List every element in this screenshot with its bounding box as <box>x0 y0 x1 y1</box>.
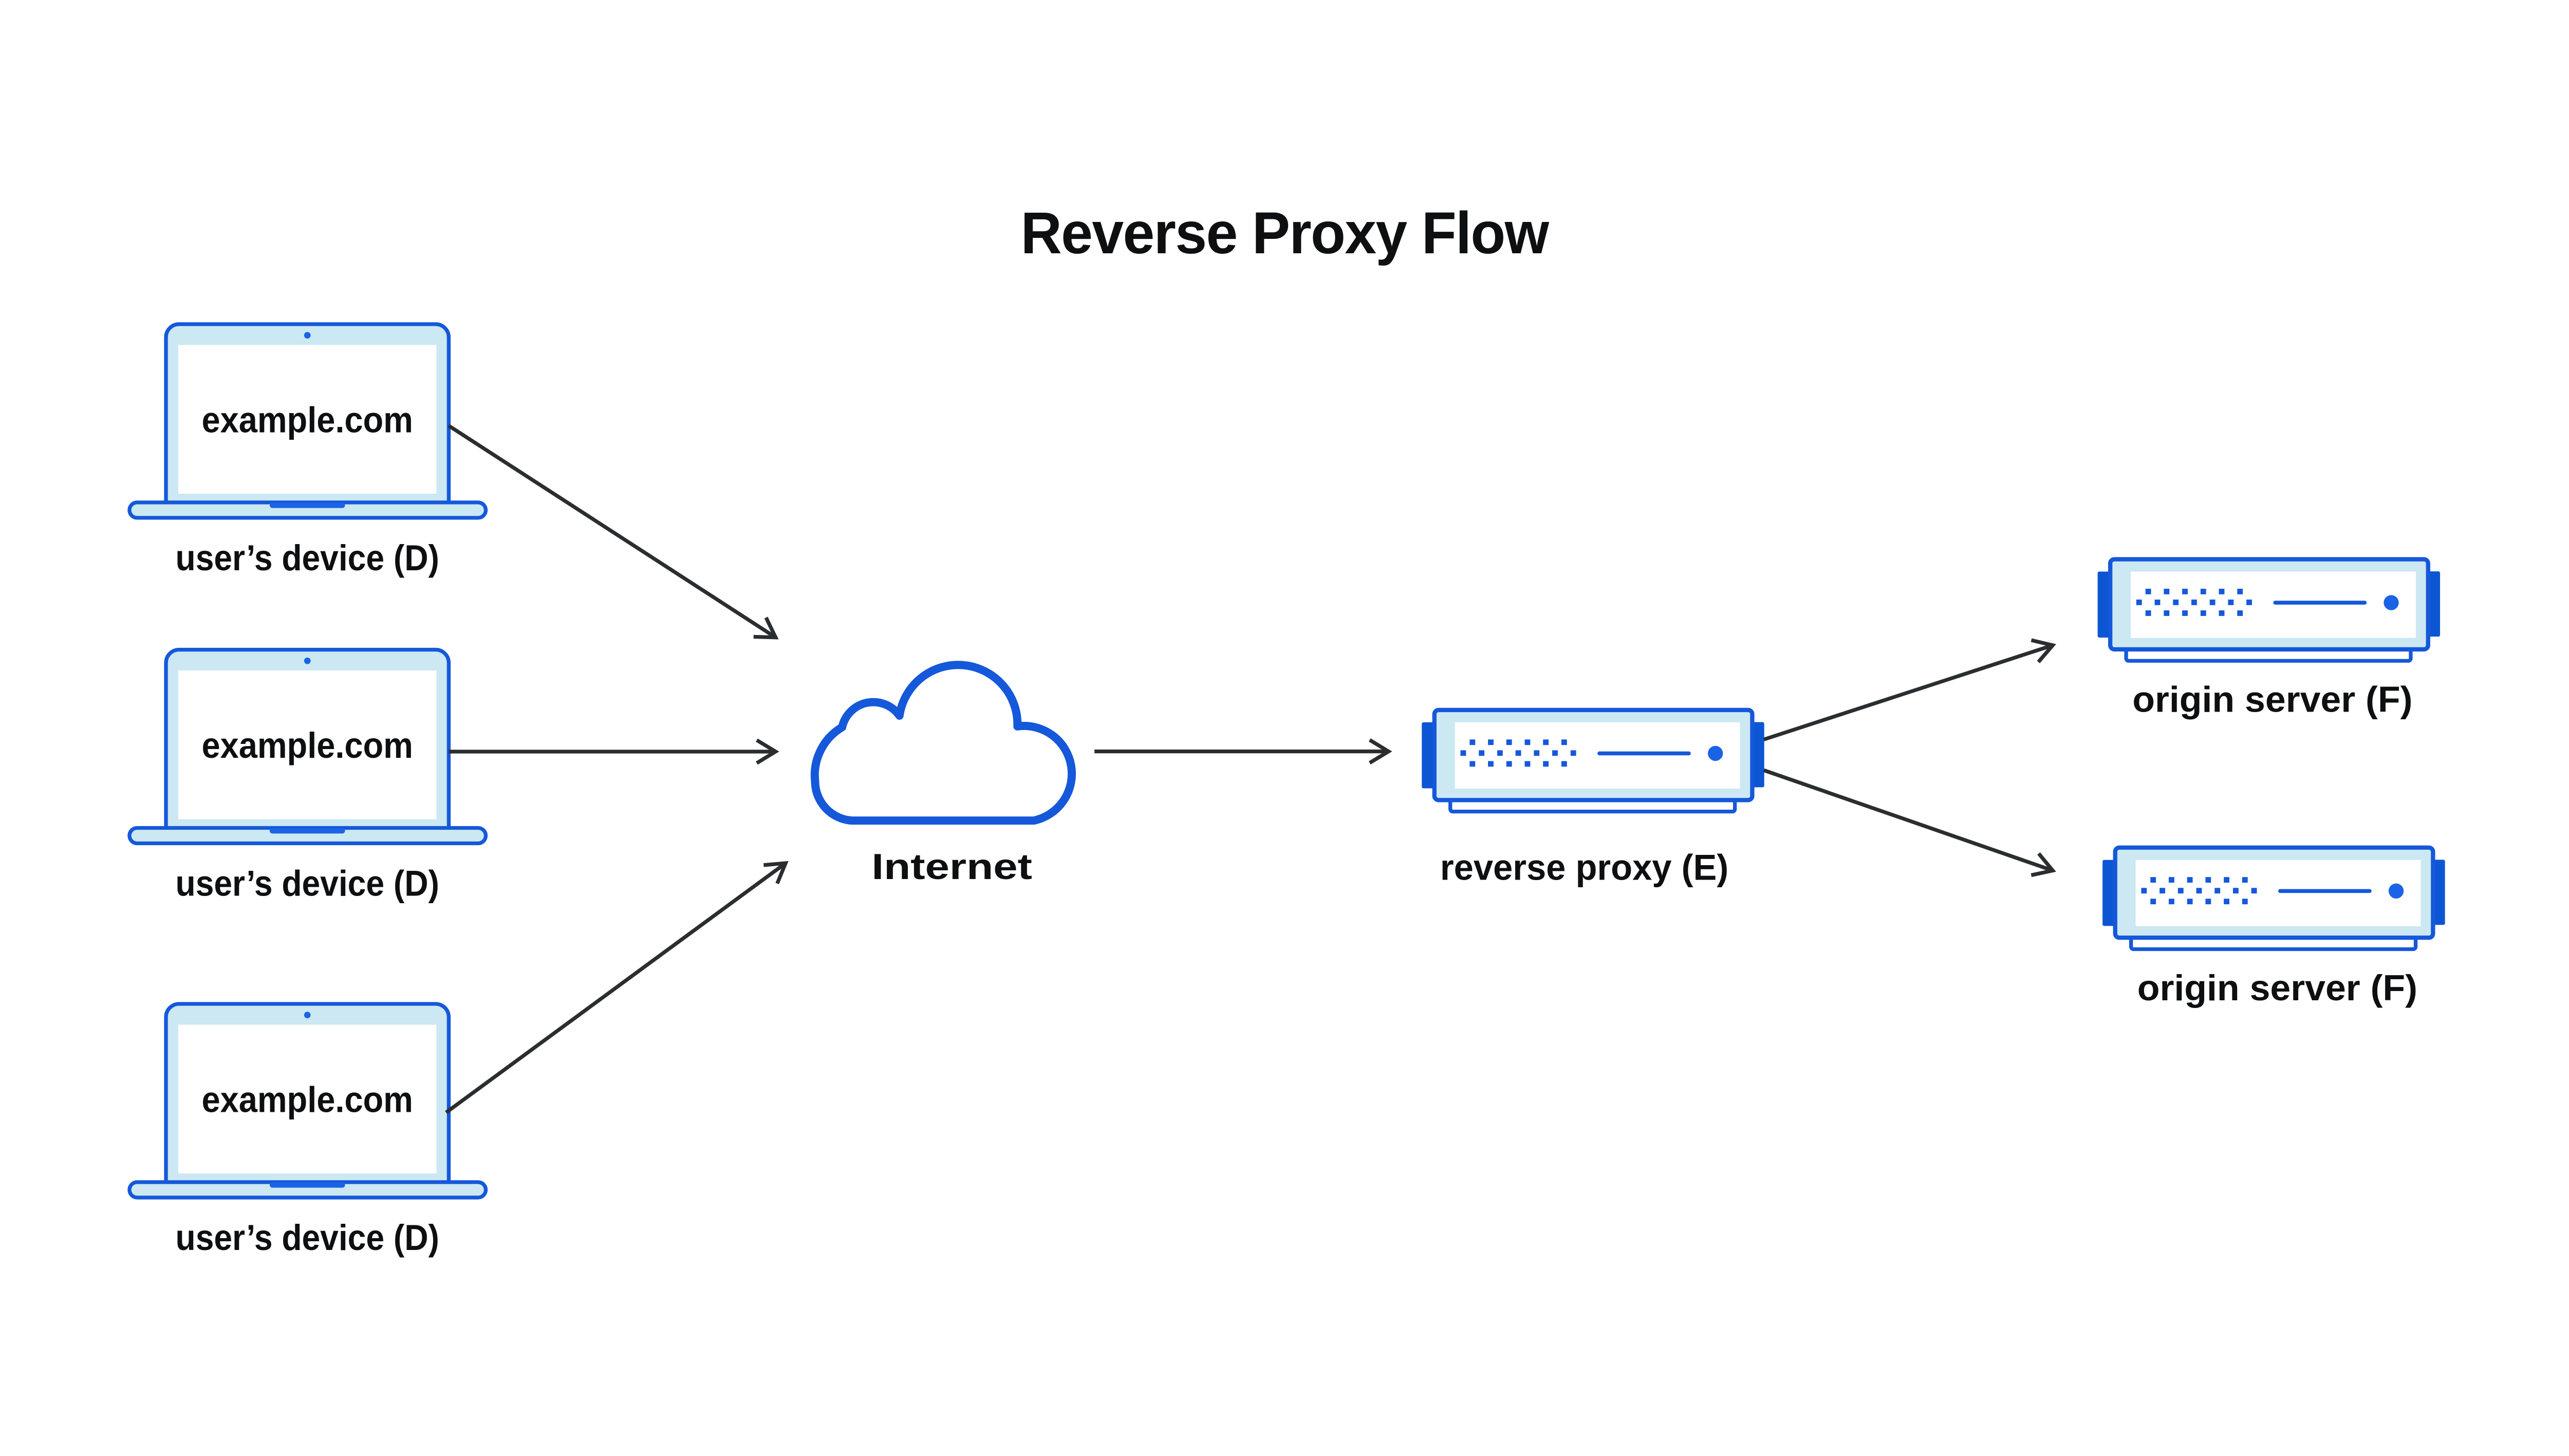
rack-server-icon <box>2102 848 2445 949</box>
user-device-node-3: example.com user’s device (D) <box>129 1004 486 1258</box>
user-device-node-2: example.com user’s device (D) <box>129 650 486 903</box>
device-screen-text: example.com <box>202 399 413 440</box>
origin-server-node-1: origin server (F) <box>2098 559 2440 720</box>
arrow-device3-to-internet <box>445 861 789 1114</box>
device-screen-text: example.com <box>202 1079 413 1119</box>
origin-server-label: origin server (F) <box>2137 967 2417 1008</box>
origin-server-node-2: origin server (F) <box>2102 848 2445 1008</box>
diagram-title: Reverse Proxy Flow <box>1021 200 1550 266</box>
device-label: user’s device (D) <box>176 1217 439 1258</box>
internet-label: Internet <box>871 846 1032 887</box>
arrow-proxy-to-origin2 <box>1763 768 2056 878</box>
reverse-proxy-label: reverse proxy (E) <box>1440 847 1728 888</box>
device-label: user’s device (D) <box>176 537 439 578</box>
arrow-proxy-to-origin1 <box>1763 638 2056 741</box>
rack-server-icon <box>2098 559 2440 661</box>
origin-server-label: origin server (F) <box>2132 679 2412 720</box>
rack-server-icon <box>1422 710 1764 812</box>
arrow-device1-to-internet <box>448 424 779 640</box>
user-device-node-1: example.com user’s device (D) <box>129 324 486 578</box>
device-screen-text: example.com <box>202 725 413 766</box>
cloud-icon <box>810 661 1076 825</box>
reverse-proxy-node: reverse proxy (E) <box>1422 710 1764 888</box>
internet-node: Internet <box>810 661 1076 887</box>
device-label: user’s device (D) <box>176 863 439 903</box>
